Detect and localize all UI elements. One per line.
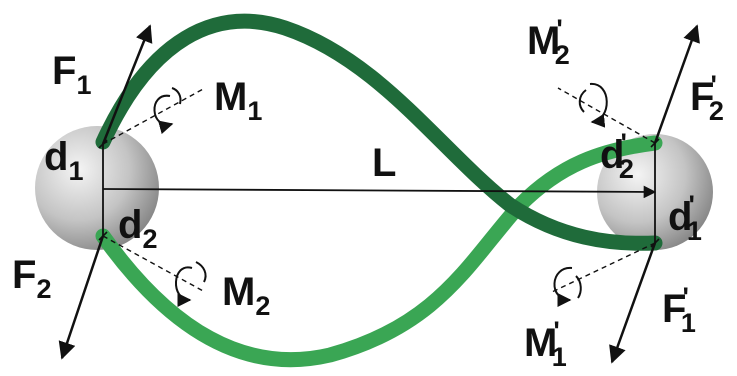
light-strand	[95, 135, 663, 368]
label-m2: M2	[222, 270, 270, 321]
moment-axis-m2	[102, 235, 206, 293]
force-f2p-arrow	[653, 24, 700, 144]
length-line	[102, 185, 657, 199]
label-m1: M1	[214, 75, 262, 126]
force-f1p-arrow	[609, 242, 657, 364]
moment-m1p-rotation-icon	[553, 266, 582, 307]
label-d2: d2	[118, 203, 157, 254]
force-f1-arrow	[101, 24, 153, 145]
label-f2-prime: F'2	[690, 70, 724, 126]
moment-axis-m1	[102, 87, 206, 145]
moment-axis-m2p	[557, 87, 656, 144]
label-f1: F1	[52, 49, 91, 100]
label-f2: F2	[12, 253, 51, 304]
moment-m2p-rotation-icon	[578, 82, 608, 128]
label-d1: d1	[44, 135, 83, 186]
dark-strand	[95, 13, 663, 251]
label-m1-prime: M'1	[524, 316, 567, 372]
force-f2-arrow	[58, 235, 105, 360]
moment-m2-rotation-icon	[175, 261, 207, 307]
label-d1-prime: d'1	[668, 190, 702, 246]
label-d2-prime: d'2	[600, 128, 634, 184]
moment-axis-m1p	[551, 242, 656, 293]
label-m2-prime: M'2	[527, 14, 570, 70]
moment-m1-rotation-icon	[153, 87, 182, 135]
label-length: L	[372, 141, 396, 185]
label-f1-prime: F'1	[662, 282, 696, 338]
left-bead	[35, 126, 159, 250]
